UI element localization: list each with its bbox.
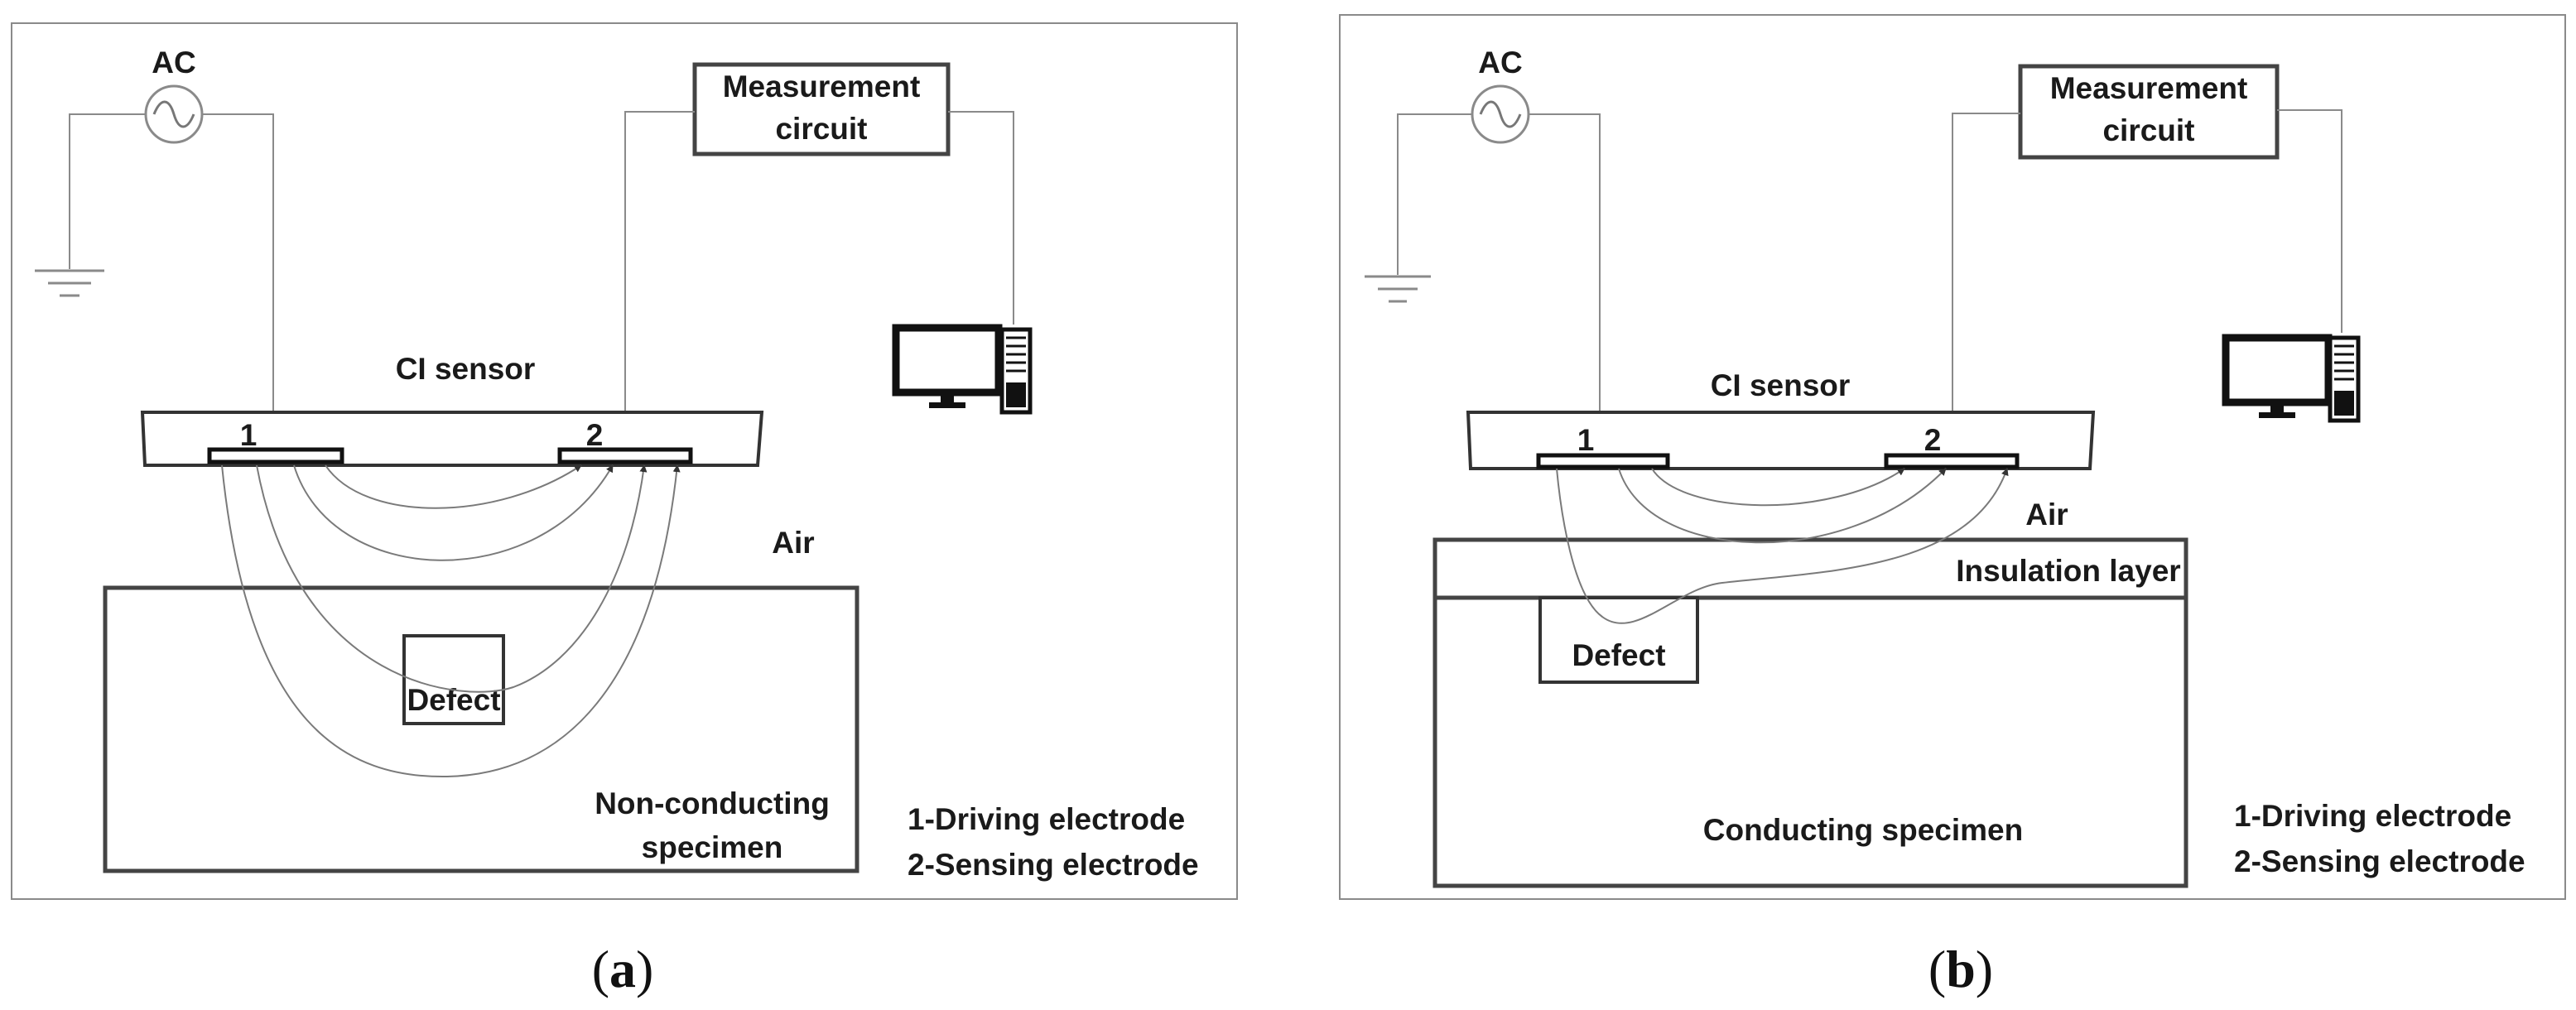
caption-b: (b) [1928,940,1993,998]
panel-b: AC Measurement circuit CI sensor [1339,14,2566,998]
field-line [1618,468,1947,544]
measurement-label-line2: circuit [775,112,867,146]
field-line [293,464,614,561]
field-line [325,464,582,509]
measurement-label-line1: Measurement [2050,71,2248,105]
ground-icon [1365,275,1431,303]
specimen-box [103,585,859,873]
legend-line2: 2-Sensing electrode [2234,844,2525,878]
measurement-circuit-box [692,62,951,156]
computer-wire [948,111,1014,325]
ac-label: AC [152,46,195,79]
panel-a-frame [11,22,1238,900]
field-line [1556,468,2009,624]
defect-label: Defect [1572,638,1665,672]
caption-a: (a) [592,940,654,998]
electrode-1 [1536,453,1670,469]
measurement-label-line1: Measurement [723,70,921,103]
field-lines [221,464,681,778]
electrode-1-label: 1 [1577,423,1595,457]
ground-icon [35,269,104,297]
panel-b-frame [1339,14,2566,900]
drive-wire [1529,113,1601,457]
specimen-label: Conducting specimen [1703,813,2023,847]
electrode-1-label: 1 [240,418,258,452]
field-line [256,464,648,693]
insulation-layer-label: Insulation layer [1956,554,2180,588]
sense-wire [624,111,695,454]
air-label: Air [2025,498,2068,531]
measurement-label-line2: circuit [2102,113,2194,147]
computer-icon [892,324,1033,415]
drive-wire [202,113,274,454]
ci-sensor-label: CI sensor [1711,368,1851,402]
field-line [221,464,681,778]
computer-wire [2277,109,2342,333]
electrode-2-label: 2 [1924,423,1942,457]
field-lines [1556,468,2009,624]
ci-sensor-label: CI sensor [396,352,536,386]
ac-label: AC [1478,46,1522,79]
ac-source-icon [1471,84,1530,144]
electrode-2-label: 2 [586,418,604,452]
legend-line2: 2-Sensing electrode [908,848,1199,882]
measurement-circuit-box [2018,64,2280,160]
ground-wire [1397,113,1472,275]
air-label: Air [772,526,814,560]
legend-line1: 1-Driving electrode [908,802,1185,836]
electrode-1 [207,447,344,464]
panel-a: AC Measurement circuit [11,22,1238,998]
electrode-2 [1884,453,2020,469]
specimen-label-line1: Non-conducting [595,786,830,820]
defect-box [1538,596,1699,684]
defect-label: Defect [407,683,500,717]
sense-wire [1952,113,2020,457]
computer-icon [2222,334,2361,423]
ground-wire [69,113,146,269]
field-line [1651,468,1905,507]
ac-source-icon [144,84,204,144]
electrode-2 [557,447,693,464]
defect-box [402,634,505,725]
specimen-label-line2: specimen [642,830,783,864]
legend-line1: 1-Driving electrode [2234,799,2511,833]
